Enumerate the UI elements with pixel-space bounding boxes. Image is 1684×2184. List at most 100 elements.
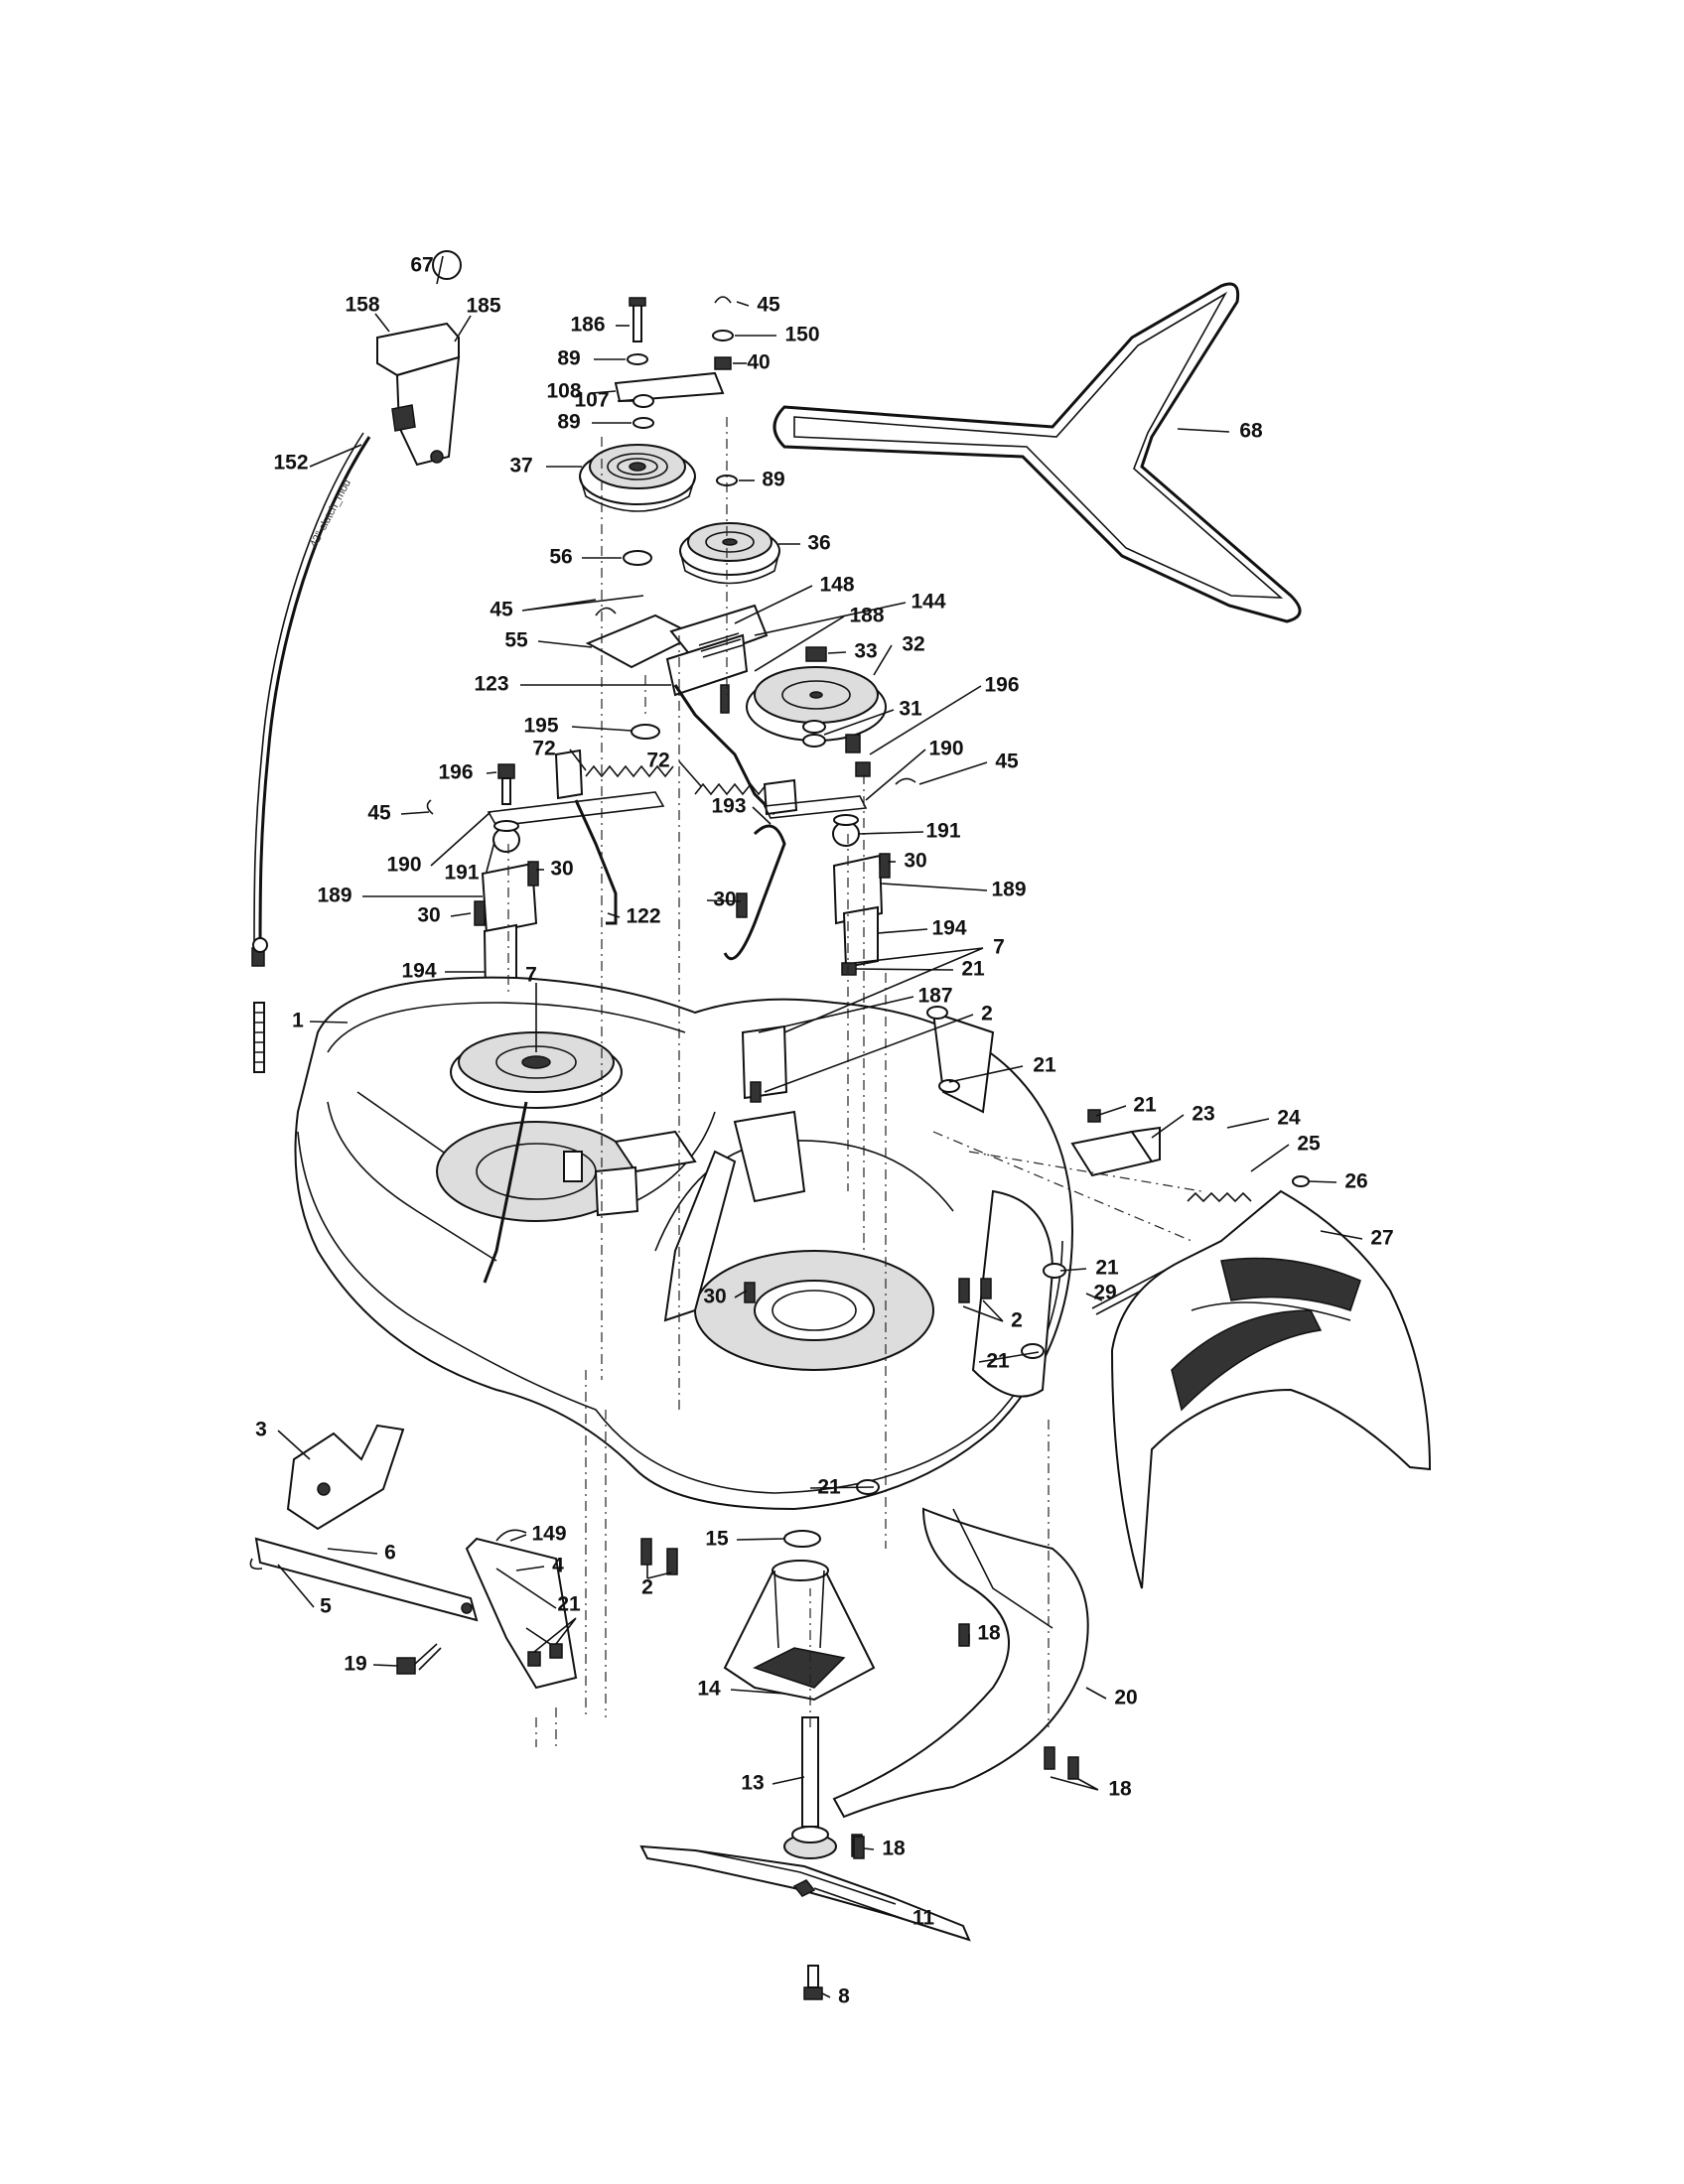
- part-callout: 189: [991, 879, 1026, 901]
- bolt-2-lower: [640, 1538, 652, 1566]
- mower-blade: [639, 1844, 971, 1942]
- deck-pulley: [450, 1031, 623, 1284]
- left-pivot-hardware: [426, 763, 618, 925]
- part-callout: 37: [509, 455, 532, 478]
- bolt-19: [396, 1643, 442, 1675]
- part-callout: 36: [807, 532, 830, 555]
- part-callout: 56: [549, 546, 572, 569]
- part-callout: 18: [977, 1622, 1001, 1645]
- drive-pulley: [746, 646, 887, 753]
- part-callout: 21: [1133, 1094, 1157, 1117]
- part-callout: 33: [854, 640, 877, 663]
- spring-left: [487, 749, 674, 827]
- part-callout: 45: [367, 802, 391, 825]
- part-callout: 72: [646, 750, 669, 772]
- mandrel-housing: [723, 1560, 876, 1702]
- part-callout: 67: [410, 254, 433, 277]
- part-callout: 3: [255, 1419, 267, 1441]
- part-callout: 123: [474, 673, 508, 696]
- part-callout: 31: [899, 698, 922, 721]
- part-callout: 55: [504, 629, 528, 652]
- washer-26: [1292, 1175, 1310, 1187]
- part-callout: 45: [757, 294, 780, 317]
- blade-bolt: [803, 1965, 823, 2000]
- part-callout: 144: [911, 591, 945, 614]
- part-callout: 191: [925, 820, 960, 843]
- part-callout: 108: [546, 380, 581, 403]
- part-callout: 5: [320, 1595, 332, 1618]
- part-callout: 2: [1011, 1309, 1023, 1332]
- part-callout: 18: [1108, 1778, 1132, 1801]
- part-callout: 148: [819, 574, 854, 597]
- part-callout: 187: [917, 985, 952, 1008]
- baffle: [832, 1507, 1089, 1857]
- spring-right: [694, 778, 868, 819]
- cable-marking: 42" clutch_mod: [308, 478, 353, 549]
- deflector-spring: [1187, 1191, 1252, 1203]
- part-callout: 89: [557, 347, 580, 370]
- part-callout: 14: [697, 1678, 721, 1701]
- part-callout: 107: [574, 389, 609, 412]
- right-pivot-hardware: [832, 761, 916, 847]
- part-callout: 188: [849, 605, 884, 627]
- deck-brackets: [594, 1024, 806, 1322]
- part-callout: 191: [444, 862, 479, 885]
- part-callout: 21: [961, 958, 985, 981]
- part-callout: 2: [981, 1003, 993, 1025]
- hanger-bracket-4: [465, 1529, 578, 1690]
- idler-pulley-small: [679, 522, 780, 585]
- hardware-stack: [614, 296, 738, 566]
- part-callout: 2: [641, 1576, 653, 1599]
- part-callout: 26: [1344, 1170, 1367, 1193]
- deflector-bracket: [1070, 1109, 1161, 1177]
- part-callout: 21: [557, 1593, 581, 1616]
- spindle: [783, 1716, 865, 1859]
- part-callout: 68: [1239, 420, 1263, 443]
- part-callout: 21: [1033, 1054, 1056, 1077]
- part-callout: 6: [384, 1542, 396, 1565]
- part-callout: 11: [912, 1907, 935, 1930]
- part-callout: 89: [762, 469, 784, 491]
- clutch-bracket: [376, 322, 461, 467]
- part-callout: 7: [525, 964, 537, 987]
- part-callout: 194: [401, 960, 436, 983]
- drive-belt: [772, 282, 1302, 623]
- part-callout: 193: [711, 795, 746, 818]
- part-callout: 8: [838, 1985, 850, 2008]
- part-callout: 27: [1370, 1227, 1393, 1250]
- part-callout: 13: [741, 1772, 764, 1795]
- part-callout: 30: [713, 888, 736, 911]
- part-callout: 158: [345, 294, 379, 317]
- part-callout: 72: [532, 738, 555, 760]
- part-callout: 190: [386, 854, 421, 877]
- part-callout: 24: [1277, 1107, 1301, 1130]
- clutch-cable: [251, 432, 371, 1073]
- part-callout: 194: [931, 917, 966, 940]
- part-callout: 196: [438, 761, 473, 784]
- part-callout: 30: [703, 1286, 726, 1308]
- part-callout: 21: [1095, 1257, 1119, 1280]
- idler-pulley-large: [579, 444, 696, 512]
- part-callout: 195: [523, 715, 558, 738]
- part-callout: 25: [1297, 1133, 1321, 1156]
- part-callout: 7: [993, 936, 1005, 959]
- deck-hardware: [744, 1006, 1066, 1495]
- part-callout: 30: [417, 904, 440, 927]
- part-callout: 21: [817, 1476, 841, 1499]
- part-callout: 89: [557, 411, 580, 434]
- spacer: [783, 1530, 821, 1548]
- part-callout: 190: [928, 738, 963, 760]
- washer-195: [631, 724, 660, 740]
- hanger-bar: [249, 1537, 479, 1622]
- discharge-chute: [1110, 1189, 1432, 1589]
- part-callout: 45: [490, 599, 513, 621]
- idler-arm: [673, 684, 776, 816]
- part-callout: 18: [882, 1838, 906, 1860]
- part-callout: 32: [902, 633, 924, 656]
- bolt-2-lower-b: [666, 1548, 678, 1575]
- leader-lines: [277, 255, 1363, 1998]
- part-callout: 1: [292, 1010, 304, 1032]
- part-callout: 23: [1192, 1103, 1214, 1126]
- part-callout: 196: [984, 674, 1019, 697]
